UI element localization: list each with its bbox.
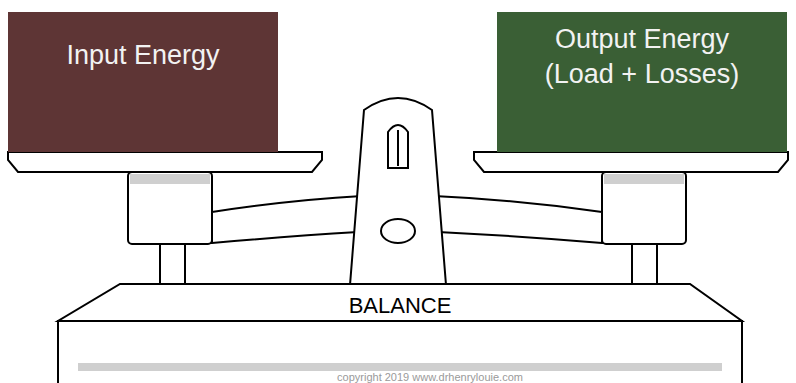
base-block xyxy=(58,321,742,383)
right-pan xyxy=(474,152,788,172)
right-support-shade xyxy=(604,174,684,184)
left-beam-arm xyxy=(212,196,362,243)
pivot xyxy=(381,219,415,243)
pointer xyxy=(388,125,408,168)
left-support-shade xyxy=(130,174,210,184)
input-energy-box: Input Energy xyxy=(8,12,278,152)
pointer-needle xyxy=(397,130,399,166)
right-support xyxy=(602,172,686,244)
box-label: Output Energy (Load + Losses) xyxy=(527,22,757,92)
copyright-watermark: copyright 2019 www.drhenrylouie.com xyxy=(300,371,560,383)
right-beam-arm xyxy=(434,196,602,243)
box-label: Input Energy xyxy=(8,38,278,73)
right-stem xyxy=(632,243,657,285)
left-pan xyxy=(8,152,322,172)
base-shade xyxy=(78,363,722,371)
left-stem xyxy=(160,243,185,285)
box-label: BALANCE xyxy=(200,292,600,321)
left-support xyxy=(128,172,212,244)
balance-base: BALANCE xyxy=(50,283,750,383)
output-energy-box: Output Energy (Load + Losses) xyxy=(497,12,787,152)
base-top xyxy=(58,284,742,321)
center-column xyxy=(350,98,446,285)
